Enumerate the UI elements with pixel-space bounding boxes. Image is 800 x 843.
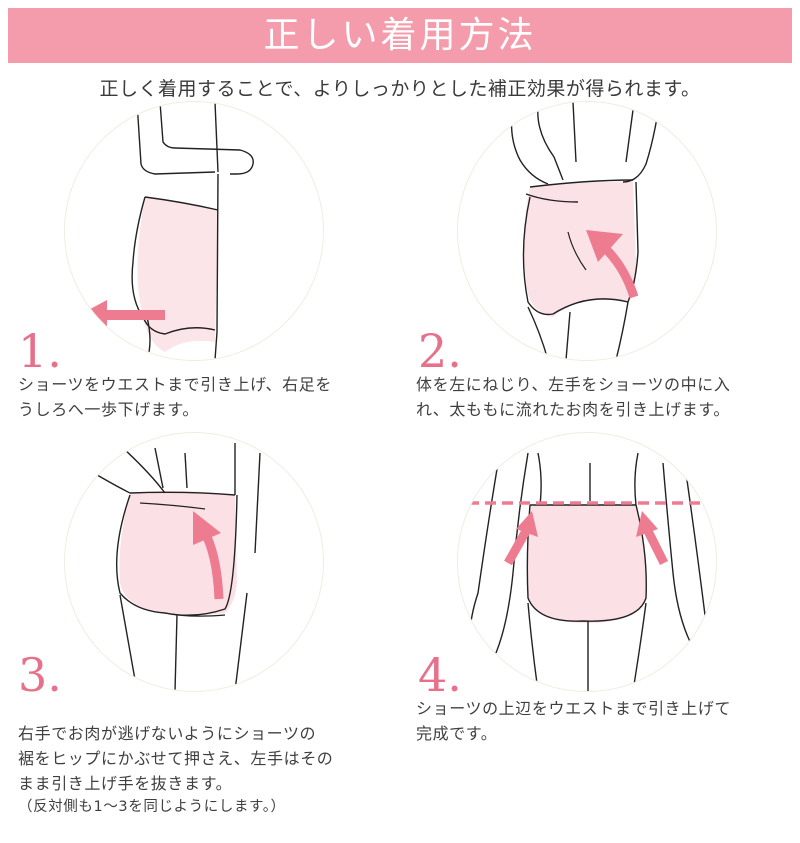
step-description: 右手でお肉が逃げないようにショーツの 裾をヒップにかぶせて押さえ、左手はその ま… — [18, 696, 333, 843]
step-4-illustration — [457, 432, 717, 692]
step-3: 3. 右手でお肉が逃げないようにショーツの 裾をヒップにかぶせて押さえ、左手はそ… — [0, 430, 400, 815]
back-view-hip-figure-icon — [76, 443, 261, 691]
page-title: 正しい着用方法 — [263, 14, 537, 56]
step-main-text: 右手でお肉が逃げないようにショーツの 裾をヒップにかぶせて押さえ、左手はその ま… — [18, 724, 334, 793]
step-number: 4. — [418, 648, 462, 702]
side-view-figure-icon — [79, 102, 254, 360]
step-note: （反対側も1〜3を同じようにします。） — [18, 799, 286, 815]
step-4: 4. ショーツの上辺をウエストまで引き上げて 完成です。 — [400, 430, 800, 760]
header-banner: 正しい着用方法 — [8, 8, 792, 63]
step-1-illustration — [64, 101, 324, 361]
back-view-figure-icon — [510, 102, 659, 360]
step-description: ショーツをウエストまで引き上げ、右足を うしろへ一歩下げます。 — [18, 375, 332, 419]
step-3-illustration — [64, 432, 324, 692]
back-view-waist-figure-icon — [468, 452, 707, 691]
step-number: 2. — [418, 324, 462, 378]
step-description: 体を左にねじり、左手をショーツの中に入 れ、太ももに流れたお肉を引き上げます。 — [416, 375, 731, 419]
step-number: 1. — [18, 324, 62, 378]
page-subtitle: 正しく着用することで、よりしっかりとした補正効果が得られます。 — [99, 78, 701, 100]
step-2-illustration — [457, 101, 717, 361]
step-number: 3. — [18, 648, 62, 702]
step-2: 2. 体を左にねじり、左手をショーツの中に入 れ、太ももに流れたお肉を引き上げま… — [400, 100, 800, 430]
step-1: 1. ショーツをウエストまで引き上げ、右足を うしろへ一歩下げます。 — [0, 100, 400, 430]
step-description: ショーツの上辺をウエストまで引き上げて 完成です。 — [416, 699, 732, 743]
